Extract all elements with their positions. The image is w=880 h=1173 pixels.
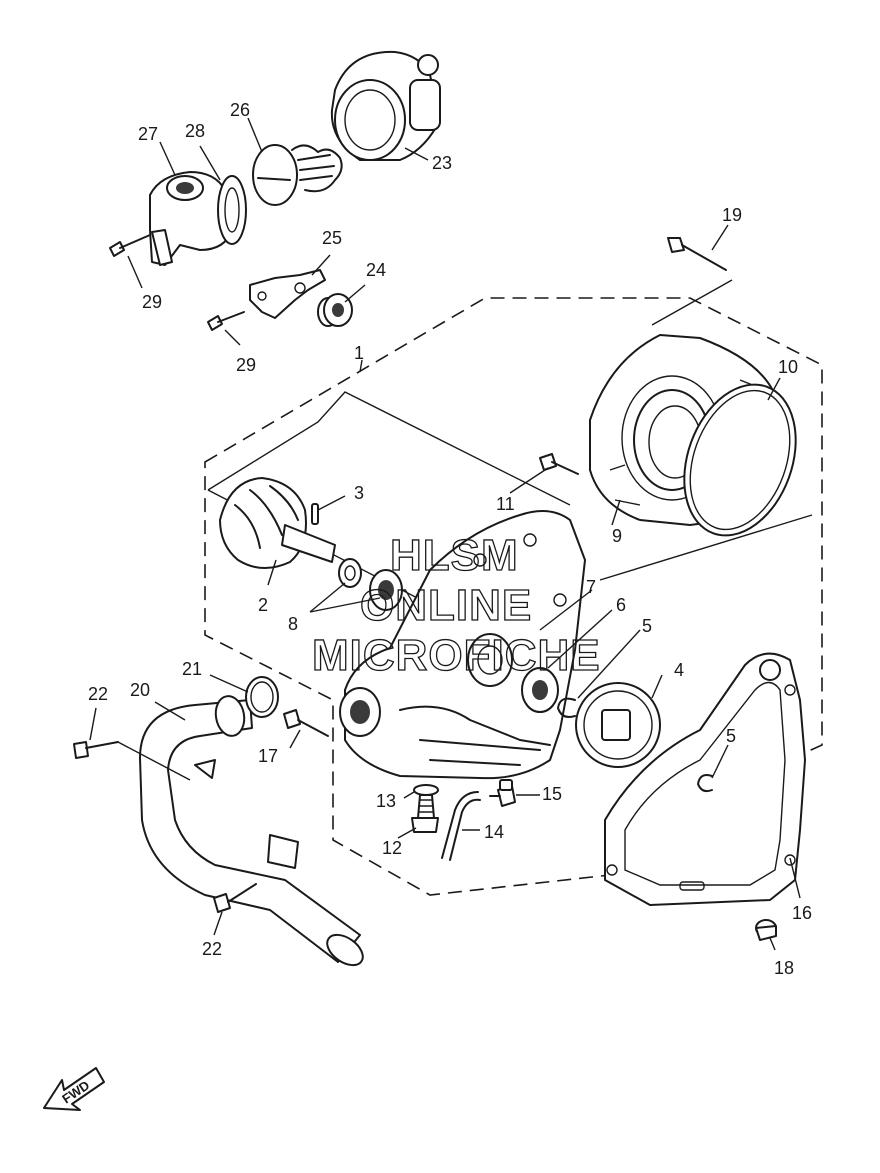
callout-28: 28 <box>185 121 205 141</box>
bolt-11 <box>539 453 579 475</box>
dowel-pin <box>755 919 777 941</box>
drive-gear <box>575 682 661 768</box>
drain-bolt <box>411 794 439 833</box>
bolt-29-upper <box>109 234 151 257</box>
outlet-elbow <box>149 171 233 266</box>
impeller-pin <box>311 503 319 525</box>
grommet <box>317 293 353 327</box>
bolt-22-lower <box>213 883 257 913</box>
forward-arrow-icon: FWD <box>43 1067 105 1111</box>
callout-20: 20 <box>130 680 150 700</box>
callout-29a: 29 <box>142 292 162 312</box>
callout-9: 9 <box>612 526 622 546</box>
callout-17: 17 <box>258 746 278 766</box>
callout-1: 1 <box>354 343 364 363</box>
water-pipe <box>139 695 364 967</box>
callout-8: 8 <box>288 614 298 634</box>
callout-11: 11 <box>496 494 515 514</box>
thermostat <box>252 144 343 206</box>
circlip-upper <box>557 697 576 718</box>
callout-25: 25 <box>322 228 342 248</box>
hose-fitting <box>489 779 516 807</box>
o-ring-large <box>683 383 797 537</box>
callout-23: 23 <box>432 153 452 173</box>
callout-19: 19 <box>722 205 742 225</box>
bolt-19 <box>667 237 727 271</box>
drain-washer <box>413 784 439 796</box>
callout-24: 24 <box>366 260 386 280</box>
callout-13: 13 <box>376 791 396 811</box>
bearing-seal <box>369 569 403 611</box>
callout-5a: 5 <box>642 616 652 636</box>
watermark-line-2: ONLINE <box>360 581 532 630</box>
callout-26: 26 <box>230 100 250 120</box>
callout-7: 7 <box>586 577 596 597</box>
leader-lines <box>89 117 801 951</box>
pump-body <box>339 510 586 780</box>
watermark: HLSM ONLINE MICROFICHE <box>311 530 601 680</box>
callout-22b: 22 <box>202 939 222 959</box>
callout-12: 12 <box>382 838 402 858</box>
callout-29b: 29 <box>236 355 256 375</box>
callout-15: 15 <box>542 784 562 804</box>
callout-21: 21 <box>182 659 202 679</box>
callout-22a: 22 <box>88 684 108 704</box>
callout-4: 4 <box>674 660 684 680</box>
callout-3: 3 <box>354 483 364 503</box>
watermark-line-1: HLSM <box>390 531 519 580</box>
thermostat-cover <box>330 50 441 161</box>
bolt-17 <box>283 709 329 737</box>
bolt-22-upper <box>73 741 191 781</box>
callout-10: 10 <box>778 357 798 377</box>
breather-hose <box>441 791 481 861</box>
bolt-29-lower <box>207 311 245 331</box>
watermark-line-3: MICROFICHE <box>312 631 601 680</box>
circlip-lower <box>697 774 713 793</box>
impeller <box>219 477 336 569</box>
callout-16: 16 <box>792 903 812 923</box>
callout-18: 18 <box>774 958 794 978</box>
callout-5b: 5 <box>726 726 736 746</box>
callout-6: 6 <box>616 595 626 615</box>
callout-27: 27 <box>138 124 158 144</box>
callout-labels: 1 2 3 4 5 5 6 7 8 9 10 11 12 13 14 15 16… <box>88 100 812 978</box>
oil-seal <box>338 558 362 588</box>
callout-2: 2 <box>258 595 268 615</box>
outlet-gasket <box>217 175 247 245</box>
pipe-o-ring <box>245 676 279 718</box>
callout-14: 14 <box>484 822 504 842</box>
cover-gasket <box>604 652 806 906</box>
bracket-plate <box>249 269 326 319</box>
